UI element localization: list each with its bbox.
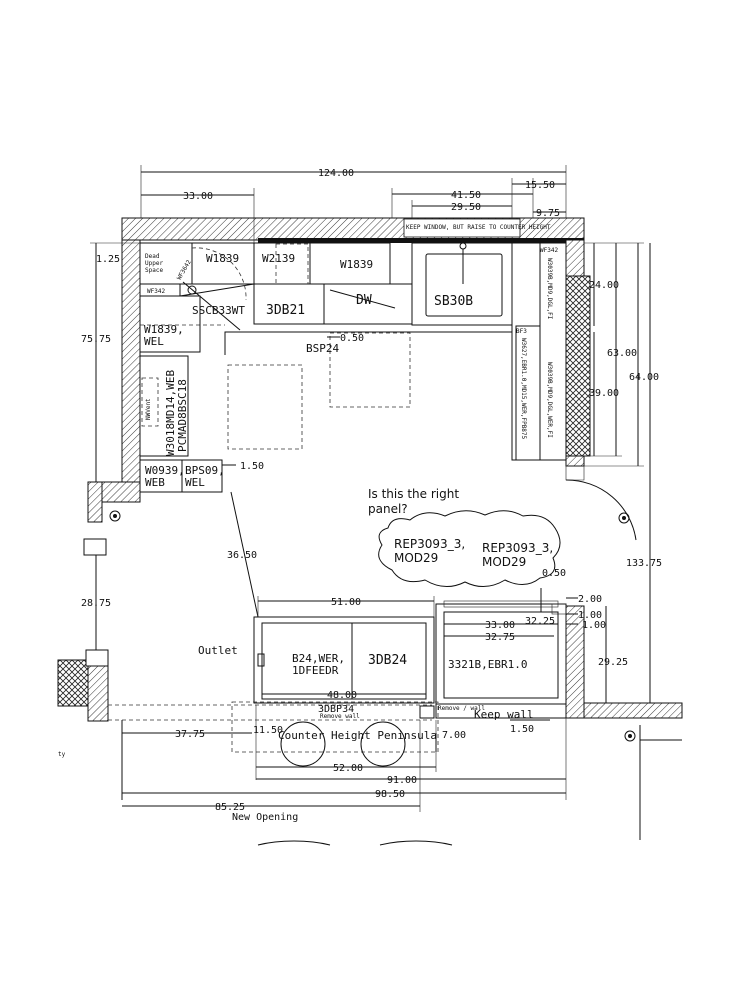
right-cabinet-run (511, 242, 637, 541)
w2139-label: W2139 (262, 252, 295, 265)
dim-1-00-b: 1.00 (582, 620, 606, 631)
cabinet-labels: Dead Upper Space WF342 WF3642 W1839 W213… (144, 247, 558, 720)
bps09-label-1: BPS09, (185, 464, 225, 477)
w3018-label: W3018MD14,WEB (164, 370, 177, 456)
outlet-label: Outlet (198, 644, 238, 657)
sscb33wt-label: SSCB33WT (192, 304, 245, 317)
dim-91: 91.00 (387, 775, 417, 786)
dim-37-75: 37.75 (175, 729, 205, 740)
question-line-1: Is this the right (368, 487, 459, 501)
w3039-top-label: W3039B,MD9,DGL,FI (546, 258, 553, 320)
dim-33-right: 33.00 (485, 620, 515, 631)
rep-b-line-2: MOD29 (482, 555, 526, 569)
bps09-label-2: WEL (185, 476, 205, 489)
3db21-label: 3DB21 (266, 303, 305, 318)
w3627-label: W3627,EBR1.0,MD15,WER,FPB875 (520, 338, 527, 440)
edge-text: ty (58, 751, 66, 758)
b24-label-1: B24,WER, (292, 652, 345, 665)
keep-wall-label: Keep wall (474, 708, 534, 721)
dim-7-00: 7.00 (442, 730, 466, 741)
w1839-a-label: W1839 (206, 252, 239, 265)
dim-75-75: 75.75 (81, 334, 111, 345)
remove-wall-label: Remove wall (320, 713, 360, 720)
dim-1-25: 1.25 (96, 254, 120, 265)
nwvent-label: NWVent (145, 398, 152, 420)
dimension-labels: 124.00 33.00 41.50 29.50 15.50 9.75 1.25… (81, 168, 662, 813)
dead-space-label-3: Space (145, 267, 163, 274)
dim-11-50: 11.50 (253, 725, 283, 736)
adjacent-room (639, 725, 682, 840)
counter-height-label: Counter Height Peninsula (278, 729, 437, 742)
3dbp34-label: 3DBP34 (318, 704, 354, 715)
dimension-lines (90, 165, 651, 812)
peninsula (108, 600, 567, 800)
bf3-label: BF3 (516, 328, 527, 335)
dim-28-75: 28.75 (81, 598, 111, 609)
w1839-wel-label-2: WEL (144, 335, 164, 348)
dim-41-50: 41.50 (451, 190, 481, 201)
w1839-b-label: W1839 (340, 258, 373, 271)
dim-124: 124.00 (318, 168, 354, 179)
bsp24-label: BSP24 (306, 342, 339, 355)
rep-a-line-1: REP3093_3, (394, 537, 465, 551)
wf342-left-label: WF342 (147, 288, 165, 295)
rep-a-line-2: MOD29 (394, 551, 438, 565)
new-opening-label: New Opening (232, 812, 298, 823)
b24-label-2: 1DFEEDR (292, 664, 339, 677)
dim-small-0-50: 0.50 (542, 568, 566, 579)
dim-2-00: 2.00 (578, 594, 602, 605)
dim-24: 24.00 (589, 280, 619, 291)
pcmad-label: PCMAD8BSC18 (176, 379, 189, 452)
sb30b-label: SB30B (434, 294, 473, 309)
dim-36-50: 36.50 (227, 550, 257, 561)
dim-29-25: 29.25 (598, 657, 628, 668)
dim-32-75: 32.75 (485, 632, 515, 643)
dim-98-50: 98.50 (375, 789, 405, 800)
dim-9-75: 9.75 (536, 208, 560, 219)
wf3642-label: WF3642 (176, 259, 193, 282)
dim-39: 39.00 (589, 388, 619, 399)
dim-48: 48.00 (327, 690, 357, 701)
w3039-bot-label: W3039B,MD9,DGL,WER,FI (546, 362, 553, 438)
dim-1-00-a: 1.00 (578, 610, 602, 621)
dead-space-label-1: Dead (145, 253, 160, 260)
dim-85-25: 85.25 (215, 802, 245, 813)
w1839-wel-label-1: W1839, (144, 323, 184, 336)
left-cabinet-run (139, 295, 411, 493)
3321b-label: 3321B,EBR1.0 (448, 658, 527, 671)
dim-small-1-50: 1.50 (510, 724, 534, 735)
w0939-label-1: W0939, (145, 464, 185, 477)
annotations: KEEP WINDOW, BUT RAISE TO COUNTER HEIGHT… (58, 224, 553, 823)
3db24-label: 3DB24 (368, 653, 407, 668)
dim-32-25: 32.25 (525, 616, 555, 627)
window-note: KEEP WINDOW, BUT RAISE TO COUNTER HEIGHT (406, 224, 551, 231)
wf342-right-label: WF342 (540, 247, 558, 254)
mini-remove-label: Remove / wall (438, 705, 485, 712)
dim-33: 33.00 (183, 191, 213, 202)
dim-1-50-left: 1.50 (240, 461, 264, 472)
question-line-2: panel? (368, 502, 408, 516)
dim-64: 64.00 (629, 372, 659, 383)
dim-29-50: 29.50 (451, 202, 481, 213)
dim-0-50: 0.50 (340, 333, 364, 344)
opening-arcs (257, 840, 453, 846)
dead-space-label-2: Upper (145, 260, 163, 267)
rep-b-line-1: REP3093_3, (482, 541, 553, 555)
w0939-label-2: WEB (145, 476, 165, 489)
dim-52: 52.00 (333, 763, 363, 774)
wall-outlets (109, 510, 636, 742)
dim-133-75: 133.75 (626, 558, 662, 569)
comment-bubble (378, 510, 561, 587)
dim-63: 63.00 (607, 348, 637, 359)
dim-51: 51.00 (331, 597, 361, 608)
dw-label: DW (356, 293, 372, 308)
dim-15-50: 15.50 (525, 180, 555, 191)
